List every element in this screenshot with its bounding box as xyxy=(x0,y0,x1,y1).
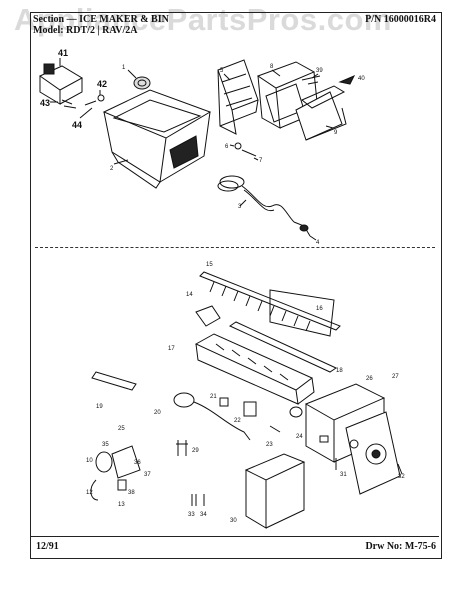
callout-34: 34 xyxy=(200,512,207,518)
callout-2: 2 xyxy=(110,166,114,172)
callout-41: 41 xyxy=(58,48,68,58)
callout-21: 21 xyxy=(210,394,217,400)
callout-25: 25 xyxy=(118,426,125,432)
callout-39: 39 xyxy=(316,68,323,74)
part-number: P/N 16000016R4 xyxy=(365,14,436,25)
callout-40: 40 xyxy=(358,76,365,82)
part-17-mold xyxy=(194,333,315,405)
callout-30: 30 xyxy=(230,518,237,524)
callout-22: 22 xyxy=(234,418,241,424)
model-label: Model: RDT/2 | RAV/2A xyxy=(33,25,138,36)
part-32-screw xyxy=(397,463,403,475)
callout-20: 20 xyxy=(154,410,161,416)
callout-16: 16 xyxy=(316,306,323,312)
callout-9: 9 xyxy=(334,130,338,136)
part-14-arm xyxy=(195,305,221,327)
callout-31: 31 xyxy=(340,472,347,478)
callout-36: 36 xyxy=(134,460,141,466)
part-16-cover xyxy=(269,289,335,337)
part-18-stripper xyxy=(228,321,338,373)
part-22-cam xyxy=(243,401,257,417)
callout-15: 15 xyxy=(206,262,213,268)
callout-17: 17 xyxy=(168,346,175,352)
valve-assembly xyxy=(90,445,141,501)
part-21-switch xyxy=(219,397,229,407)
drawing-number: Drw No: M-75-6 xyxy=(365,541,436,552)
part-23-shaft xyxy=(269,425,281,433)
callout-35: 35 xyxy=(102,442,109,448)
callout-24: 24 xyxy=(296,434,303,440)
callout-10: 10 xyxy=(86,458,93,464)
callout-1: 1 xyxy=(122,65,126,71)
callout-29: 29 xyxy=(192,448,199,454)
callout-7: 7 xyxy=(259,158,263,164)
callout-6: 6 xyxy=(225,144,229,150)
callout-5: 5 xyxy=(220,68,224,74)
part-7-screw xyxy=(241,149,257,157)
part-1-gear xyxy=(133,76,151,90)
part-39-bracket xyxy=(301,75,321,85)
part-27-motor xyxy=(345,411,401,495)
callout-23: 23 xyxy=(266,442,273,448)
footer-date: 12/91 xyxy=(36,541,59,552)
callout-19: 19 xyxy=(96,404,103,410)
callout-37: 37 xyxy=(144,472,151,478)
part-30-cover xyxy=(244,453,306,529)
part-2-bin xyxy=(102,89,212,189)
footer-rule xyxy=(31,536,439,537)
callout-44: 44 xyxy=(72,120,82,130)
part-3-harness xyxy=(217,175,311,237)
part-33-34-terminals xyxy=(191,494,205,506)
part-42-clip xyxy=(97,94,105,102)
diagram-frame xyxy=(30,12,442,559)
part-20-thermostat xyxy=(173,392,251,441)
section-title: Section — ICE MAKER & BIN xyxy=(33,14,169,25)
callout-13: 13 xyxy=(118,502,125,508)
callout-26: 26 xyxy=(366,376,373,382)
part-6-nut xyxy=(234,142,242,150)
callout-33: 33 xyxy=(188,512,195,518)
section-divider xyxy=(35,247,435,248)
callout-42: 42 xyxy=(97,79,107,89)
part-5-shield xyxy=(217,59,259,135)
callout-18: 18 xyxy=(336,368,343,374)
callout-38: 38 xyxy=(128,490,135,496)
part-44-screw xyxy=(84,100,97,106)
watermark-text: AppliancePartsPros.com xyxy=(14,2,392,37)
callout-32: 32 xyxy=(398,474,405,480)
callout-8: 8 xyxy=(270,64,274,70)
callout-3: 3 xyxy=(238,204,242,210)
part-19-heater xyxy=(91,371,137,391)
callout-12: 12 xyxy=(86,490,93,496)
part-24-gear xyxy=(289,406,303,418)
callout-27: 27 xyxy=(392,374,399,380)
callout-4: 4 xyxy=(316,240,320,246)
part-9-chute xyxy=(295,85,347,141)
part-43-block xyxy=(38,63,84,109)
part-29-wire xyxy=(176,440,188,456)
callout-43: 43 xyxy=(40,98,50,108)
callout-14: 14 xyxy=(186,292,193,298)
